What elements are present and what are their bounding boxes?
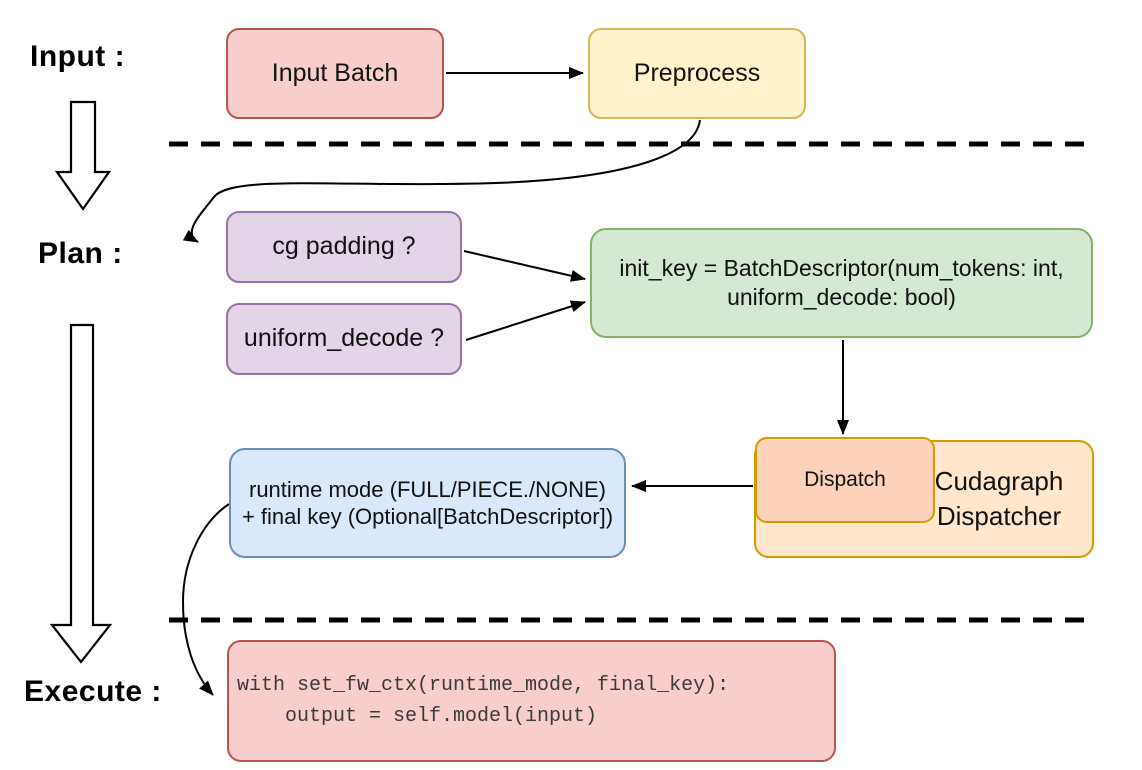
cudagraph-dispatcher-line1: Cudagraph: [934, 465, 1064, 496]
node-runtime-mode-line1: runtime mode (FULL/PIECE./NONE): [249, 476, 606, 502]
node-cg-padding-label: cg padding ?: [272, 232, 416, 261]
node-dispatch-label: Dispatch: [804, 467, 886, 491]
node-input-batch-label: Input Batch: [271, 58, 399, 87]
node-uniform-decode: uniform_decode ?: [226, 303, 462, 375]
node-dispatch: Dispatch: [755, 437, 935, 523]
node-uniform-decode-label: uniform_decode ?: [243, 324, 445, 353]
connector-preprocess-to-cgpadding: [182, 119, 701, 243]
node-execute-code: with set_fw_ctx(runtime_mode, final_key)…: [227, 640, 836, 762]
execute-code-line1: with set_fw_ctx(runtime_mode, final_key)…: [237, 674, 730, 697]
node-init-key: init_key = BatchDescriptor(num_tokens: i…: [590, 228, 1093, 338]
node-runtime-mode-line2: + final key (Optional[BatchDescriptor]): [241, 504, 614, 529]
connector-uniformdecode-to-initkey: [465, 300, 586, 341]
connector-cgpadding-to-initkey: [463, 250, 586, 282]
stage-label-input: Input :: [30, 40, 126, 73]
node-preprocess: Preprocess: [588, 28, 806, 119]
input-stage-arrow-icon: [54, 100, 112, 211]
plan-to-execute-arrow-icon: [49, 323, 113, 664]
node-init-key-line2: uniform_decode: bool): [727, 284, 956, 310]
node-input-batch: Input Batch: [226, 28, 444, 119]
cudagraph-dispatcher-line2: Dispatcher: [936, 501, 1062, 531]
stage-label-plan: Plan :: [38, 237, 123, 270]
node-cudagraph-dispatcher-label: Cudagraph Dispatcher: [910, 442, 1088, 556]
node-runtime-mode: runtime mode (FULL/PIECE./NONE) + final …: [229, 448, 626, 558]
connector-runtimemode-to-code: [181, 503, 230, 696]
node-init-key-line1: init_key = BatchDescriptor(num_tokens: i…: [619, 255, 1064, 282]
node-preprocess-label: Preprocess: [633, 58, 761, 87]
stage-label-execute: Execute :: [24, 675, 162, 708]
execute-code-line2: output = self.model(input): [237, 705, 598, 728]
node-cg-padding: cg padding ?: [226, 211, 462, 283]
